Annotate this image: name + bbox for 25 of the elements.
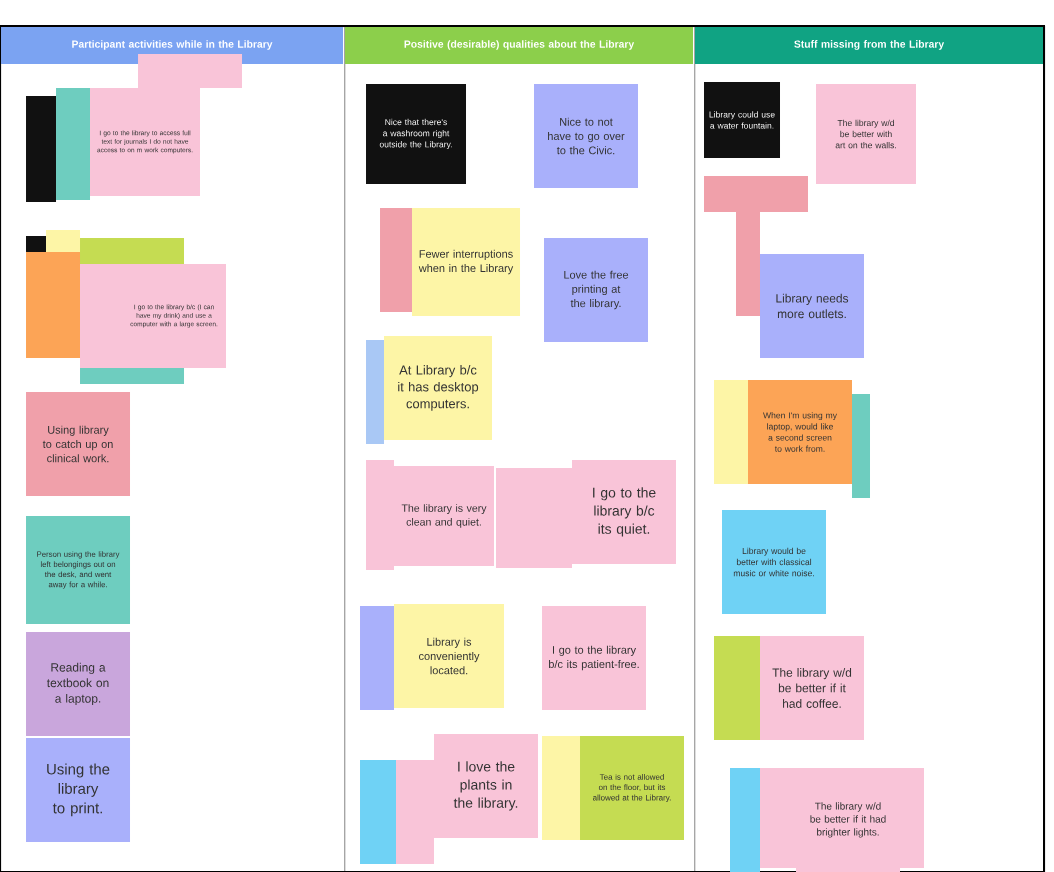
sticky-note <box>736 211 760 316</box>
sticky-note <box>360 605 394 710</box>
sticky-note <box>852 393 870 498</box>
sticky-note <box>26 251 80 358</box>
sticky-note <box>366 339 384 444</box>
sticky-note <box>56 88 90 200</box>
sticky-note <box>900 767 924 868</box>
sticky-note <box>542 735 580 840</box>
sticky-note <box>138 54 242 88</box>
sticky-note <box>714 379 748 484</box>
sticky-note <box>80 263 122 368</box>
sticky-note <box>704 175 808 212</box>
sticky-note <box>496 467 572 568</box>
column-panel <box>344 25 696 872</box>
sticky-note <box>26 96 56 202</box>
sticky-note <box>760 767 796 868</box>
sticky-note <box>46 229 80 252</box>
sticky-note <box>380 207 412 312</box>
sticky-note <box>730 767 760 872</box>
sticky-note <box>714 635 760 740</box>
sticky-note <box>366 459 394 570</box>
sticky-note <box>26 235 46 252</box>
sticky-note <box>360 759 396 864</box>
sticky-note <box>396 759 434 864</box>
sticky-note <box>80 237 184 264</box>
